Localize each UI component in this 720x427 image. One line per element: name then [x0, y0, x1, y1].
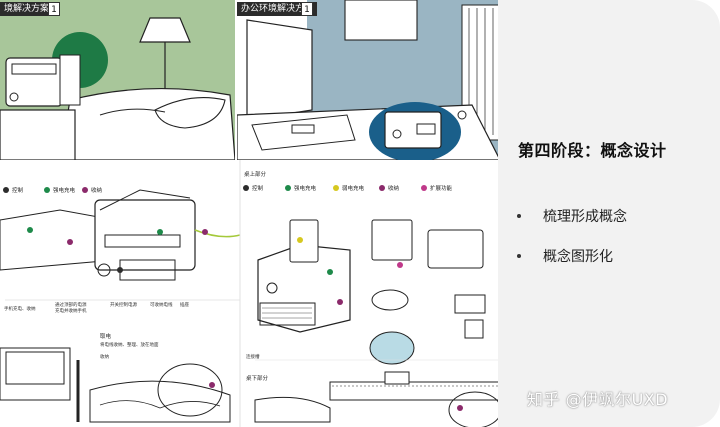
label-connect-slot: 连接槽: [246, 353, 260, 360]
svg-text:充电并收纳手机: 充电并收纳手机: [55, 307, 87, 314]
legend-power-right: 强电充电: [294, 184, 317, 192]
legend-power-left: 强电充电: [53, 186, 76, 194]
bullet-item-2: 概念图形化: [517, 246, 613, 266]
svg-text:开关控制电源: 开关控制电源: [110, 301, 137, 308]
svg-text:手机充电、收纳: 手机充电、收纳: [4, 305, 36, 312]
office-environment-illustration: 办公环境解决方案 1: [237, 0, 500, 160]
bullet-dot-icon: [517, 254, 521, 258]
svg-text:可收纳电线: 可收纳电线: [150, 301, 173, 308]
office-solution-number: 1: [301, 2, 313, 16]
office-desk-sketch: [237, 0, 500, 160]
home-solution-number: 1: [48, 2, 60, 16]
bullet-text-2: 概念图形化: [543, 249, 613, 265]
legend-control-left: 控制: [12, 186, 24, 194]
legend-storage-right: 收纳: [388, 184, 400, 192]
watermark-text: 知乎 @伊飒尔UXD: [527, 390, 669, 409]
right-text-panel: [498, 0, 720, 427]
svg-text:收纳: 收纳: [100, 353, 109, 360]
section-label-desk-bottom: 桌下部分: [246, 374, 269, 382]
bullet-item-1: 梳理形成概念: [517, 206, 627, 226]
bullet-text-1: 梳理形成概念: [543, 209, 627, 225]
section-label-power: 取电: [100, 332, 112, 340]
legend-low-power-right: 弱电充电: [342, 184, 365, 192]
office-solution-tag: 办公环境解决方案: [237, 2, 318, 16]
living-room-sketch: [0, 0, 235, 160]
concept-sketches: 控制 强电充电 收纳 手机充电、收纳 通过顶部的电源 充电并收纳手机 开: [0, 160, 500, 427]
legend-extend-right: 扩展功能: [430, 184, 453, 192]
svg-text:通过顶部的电源: 通过顶部的电源: [55, 301, 87, 308]
stage-title: 第四阶段：概念设计: [518, 141, 667, 160]
legend-control-right: 控制: [252, 184, 264, 192]
svg-text:插座: 插座: [180, 301, 189, 308]
home-solution-tag: 境解决方案: [0, 2, 54, 16]
product-concept-diagrams: 控制 强电充电 收纳 手机充电、收纳 通过顶部的电源 充电并收纳手机 开: [0, 160, 500, 427]
bullet-dot-icon: [517, 214, 521, 218]
legend-storage-left: 收纳: [91, 186, 103, 194]
svg-text:将电线收纳、整理、放在地面: 将电线收纳、整理、放在地面: [100, 341, 159, 348]
section-label-desk-top: 桌上部分: [244, 170, 267, 178]
home-environment-illustration: 境解决方案 1: [0, 0, 235, 160]
